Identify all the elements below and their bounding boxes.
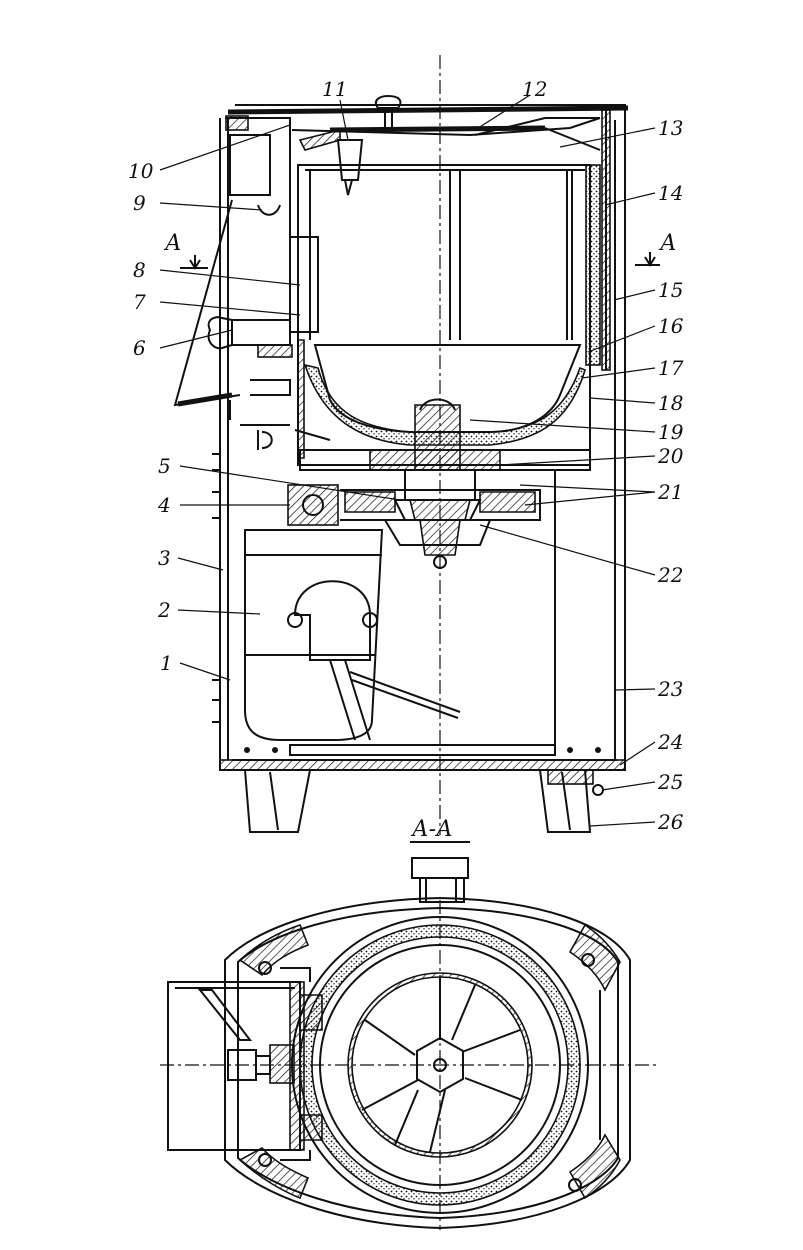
control-panel [173, 115, 331, 450]
callout-18: 18 [658, 391, 683, 415]
callout-12: 12 [522, 77, 547, 101]
section-title: А-А [410, 817, 453, 842]
callout-3: 3 [158, 546, 171, 570]
callout-9: 9 [133, 191, 146, 215]
callout-5: 5 [158, 454, 171, 478]
callout-7: 7 [133, 290, 146, 314]
callout-11: 11 [322, 77, 347, 101]
callout-23: 23 [657, 677, 683, 701]
callout-labels: 1 2 3 4 5 6 7 8 9 10 11 12 13 14 15 16 1… [128, 77, 684, 834]
callout-20: 20 [657, 444, 684, 468]
lid [291, 94, 601, 151]
callout-13: 13 [658, 116, 683, 140]
base-and-legs [219, 470, 626, 833]
callout-22: 22 [657, 563, 683, 587]
section-cut-marks: А А [163, 231, 677, 270]
leader-lines [159, 94, 656, 827]
inner-tank [297, 164, 601, 466]
callout-6: 6 [133, 336, 146, 360]
basket [299, 344, 591, 471]
hub-assembly [340, 398, 541, 569]
elevation-view: А А [128, 55, 684, 835]
callout-17: 17 [658, 356, 684, 380]
tank-rings [291, 916, 589, 1214]
callout-14: 14 [658, 181, 683, 205]
section-view: А-А [160, 817, 660, 1230]
callout-19: 19 [658, 420, 684, 444]
callout-15: 15 [658, 278, 683, 302]
motor-pump [244, 529, 461, 741]
section-mark-left: А [163, 231, 182, 256]
callout-21: 21 [657, 480, 683, 504]
callout-4: 4 [157, 493, 171, 517]
section-mark-right: А [658, 231, 677, 256]
housing [224, 896, 631, 1230]
inlet-valve [298, 128, 364, 196]
side-clips [212, 453, 220, 723]
callout-26: 26 [657, 810, 684, 834]
callout-16: 16 [658, 314, 684, 338]
callout-8: 8 [133, 258, 146, 282]
callout-24: 24 [657, 730, 683, 754]
callout-2: 2 [157, 598, 171, 622]
callout-25: 25 [657, 770, 683, 794]
top-fitting [411, 857, 469, 903]
callout-1: 1 [160, 651, 173, 675]
callout-10: 10 [128, 159, 154, 183]
side-control-box [167, 967, 323, 1161]
motor-pulley [287, 484, 339, 526]
